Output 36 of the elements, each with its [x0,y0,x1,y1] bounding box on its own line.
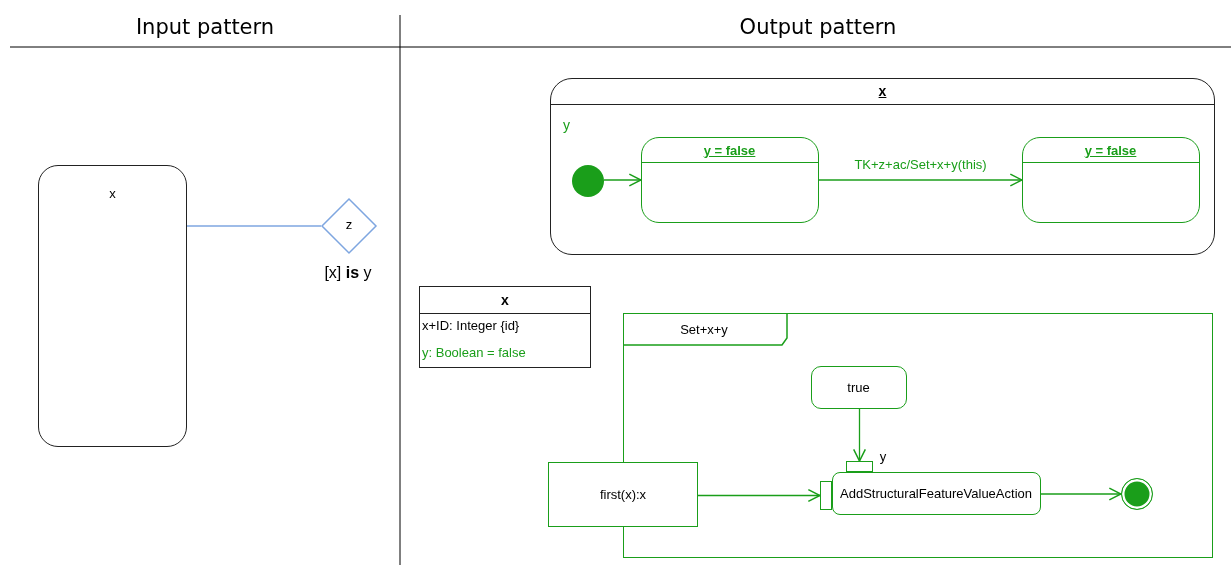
connector-line [186,225,322,227]
arrow [818,173,1023,187]
decision-diamond [321,198,377,254]
node-title: z [344,217,354,233]
arrow [697,488,821,503]
node-text: y: Boolean = false [422,345,526,361]
class-box [419,286,591,368]
arrow [852,408,867,462]
state-box [1021,136,1200,223]
node-title: x [877,83,888,99]
node-caption: [x] is y [323,263,373,283]
column-heading: Output pattern [739,15,897,39]
node-caption: y [878,448,888,465]
node-title: y = false [1083,142,1138,159]
node-title: x [108,186,117,202]
input-pin [819,480,832,510]
input-pin [845,460,873,472]
node-title: AddStructuralFeatureValueAction [839,485,1033,502]
final-state-dot [1120,477,1153,510]
initial-state-dot [571,164,604,197]
state-box [640,136,819,223]
rounded-box [38,165,187,447]
node-title: true [846,379,871,396]
node-text: x+ID: Integer {id} [422,318,520,334]
edge-label: TK+z+ac/Set+x+y(this) [852,157,989,173]
node-title: first(x):x [598,487,648,503]
object-node-box [548,462,698,527]
node-text: y [563,117,570,133]
node-title: Set+x+y [679,322,729,338]
arrow [1040,487,1122,501]
action-box [831,471,1041,515]
arrow [603,173,642,187]
node-title: x [500,292,510,308]
value-box [810,365,907,409]
node-title: y = false [702,142,757,159]
column-heading: Input pattern [135,15,275,39]
